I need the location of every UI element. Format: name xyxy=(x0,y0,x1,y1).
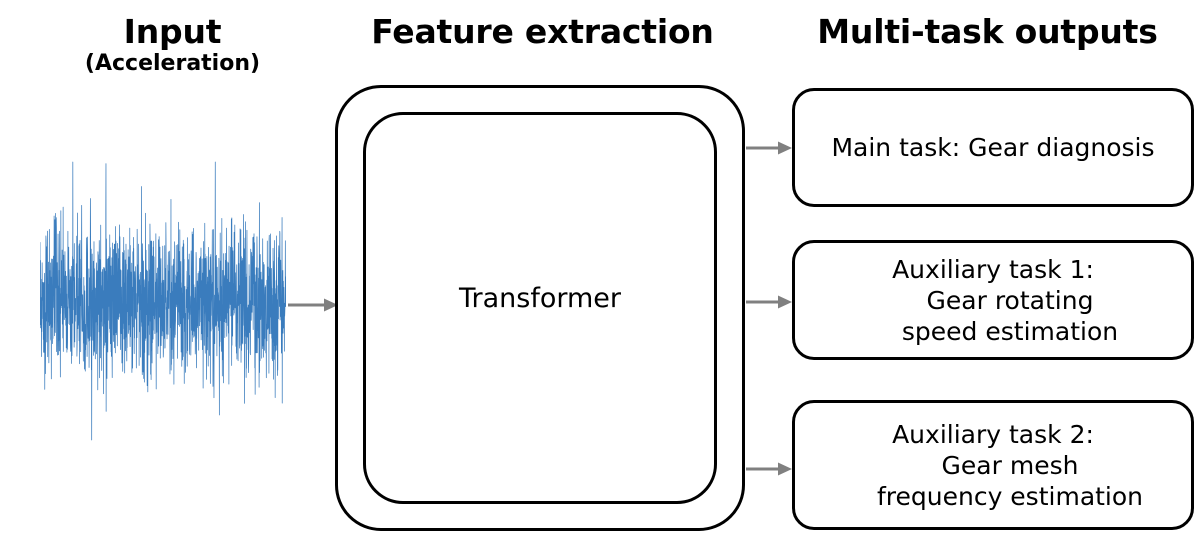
heading-input: Input (Acceleration) xyxy=(0,12,345,77)
output-box-auxiliary-task-1-text: Auxiliary task 1: Gear rotating speed es… xyxy=(795,254,1191,347)
output-aux-2-line-3: frequency estimation xyxy=(876,481,1144,511)
acceleration-waveform xyxy=(40,160,286,442)
output-aux-2-line-2: Gear mesh xyxy=(941,450,1079,480)
arrow-input-to-transformer xyxy=(288,298,338,312)
heading-feature-extraction-main: Feature extraction xyxy=(371,12,714,51)
heading-multi-task-outputs: Multi-task outputs xyxy=(780,12,1195,51)
output-box-auxiliary-task-2[interactable]: Auxiliary task 2: Gear mesh frequency es… xyxy=(792,400,1194,530)
output-aux-2-line-1: Auxiliary task 2: xyxy=(892,419,1094,449)
arrow-to-auxiliary-task-1 xyxy=(746,295,792,309)
output-aux-1-line-2: Gear rotating xyxy=(926,285,1094,315)
output-box-auxiliary-task-1[interactable]: Auxiliary task 1: Gear rotating speed es… xyxy=(792,240,1194,360)
output-main-task-line-1: Main task: Gear diagnosis xyxy=(831,133,1155,162)
arrow-to-main-task xyxy=(746,141,792,155)
output-box-main-task[interactable]: Main task: Gear diagnosis xyxy=(792,88,1194,207)
output-box-main-task-text: Main task: Gear diagnosis xyxy=(795,132,1191,163)
heading-input-sub: (Acceleration) xyxy=(84,50,261,76)
transformer-label: Transformer xyxy=(458,283,621,314)
heading-feature-extraction: Feature extraction xyxy=(340,12,745,51)
heading-input-main: Input xyxy=(123,12,222,51)
waveform-plot xyxy=(40,160,286,442)
arrow-to-auxiliary-task-2 xyxy=(746,462,792,476)
output-aux-1-line-1: Auxiliary task 1: xyxy=(892,254,1094,284)
output-aux-1-line-3: speed estimation xyxy=(901,316,1119,346)
feature-extraction-inner-box xyxy=(363,112,717,504)
heading-multi-task-outputs-main: Multi-task outputs xyxy=(817,12,1158,51)
output-box-auxiliary-task-2-text: Auxiliary task 2: Gear mesh frequency es… xyxy=(795,419,1191,512)
